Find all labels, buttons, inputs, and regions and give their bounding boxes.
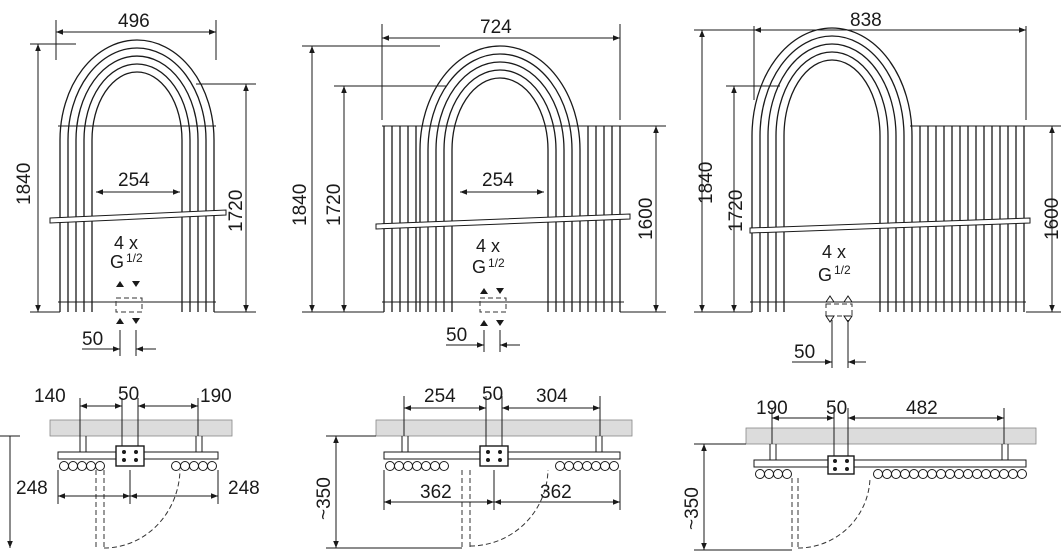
connection-count-large: 4 x [822,242,846,262]
plan-right-half-small: 248 [228,478,260,499]
connection-box-medium [479,297,507,313]
plan-left-offset-medium: 254 [424,386,456,407]
dim-width-large: 838 [850,10,882,31]
flow-arrows-large [825,295,853,323]
plan-left-half-small: 248 [16,478,48,499]
dim-height-total-medium: 1840 [290,184,311,226]
elevation-medium: 724 1840 1720 1600 254 4 x G 1/2 50 [290,17,666,352]
connection-fraction-small: 1/2 [126,251,143,265]
plan-large: 190 50 482 ~350 [682,398,1037,551]
arch-tubes-medium [419,45,581,312]
plan-left-offset-small: 140 [34,386,66,407]
connection-thread-medium: G [472,257,486,277]
dim-height-columns-medium: 1600 [636,198,657,240]
wall-medium [375,419,633,437]
valve-block-medium [479,445,509,467]
dim-height-total-small: 1840 [14,163,35,205]
plan-right-offset-large: 482 [906,398,938,419]
plan-center-spacing-small: 50 [118,384,139,405]
connection-count-medium: 4 x [476,236,500,256]
plan-small: 140 50 190 248 248 [0,384,260,550]
connection-thread-large: G [818,265,832,285]
connection-fraction-large: 1/2 [834,263,851,277]
dim-height-columns-large: 1600 [1042,198,1061,240]
wall-small [49,419,233,437]
plan-depth-medium: ~350 [314,477,335,520]
flow-arrows-medium [480,288,504,326]
dim-connection-spacing-small: 50 [82,329,103,350]
dim-height-total-large: 1840 [696,162,717,204]
connection-fraction-medium: 1/2 [488,256,505,270]
dim-width-small: 496 [118,11,150,32]
wall-large [745,427,1037,445]
flow-arrows-small [116,281,140,324]
elevation-large: 838 1840 1720 1600 4 x G 1/2 50 [694,10,1061,368]
plan-right-offset-medium: 304 [536,386,568,407]
valve-block-large [827,455,855,475]
dim-connection-spacing-medium: 50 [446,325,467,346]
connection-count-small: 4 x [114,233,138,253]
arch-tubes-large [751,27,913,312]
connection-thread-small: G [110,252,124,272]
dim-height-side-medium: 1720 [324,184,345,226]
plan-depth-large: ~350 [682,487,703,530]
plan-left-half-medium: 362 [420,482,452,503]
plan-right-offset-small: 190 [200,386,232,407]
connection-box-large [825,303,853,317]
valve-block-small [115,445,145,467]
dim-height-side-large: 1720 [726,190,747,232]
dim-connection-spacing-large: 50 [794,342,815,363]
plan-left-offset-large: 190 [756,398,788,419]
dim-width-medium: 724 [480,17,512,38]
dim-inner-gap-small: 254 [118,170,150,191]
plan-center-spacing-medium: 50 [482,384,503,405]
plan-medium: 254 50 304 362 362 ~350 [314,384,633,549]
connection-box-small [115,297,143,313]
plan-right-half-medium: 362 [540,482,572,503]
arch-tubes-small [59,39,215,312]
elevation-small: 496 1840 1720 254 4 x G 1/2 50 [14,11,256,356]
dim-height-side-small: 1720 [226,190,247,232]
dim-inner-gap-medium: 254 [482,170,514,191]
plan-center-spacing-large: 50 [826,398,847,419]
